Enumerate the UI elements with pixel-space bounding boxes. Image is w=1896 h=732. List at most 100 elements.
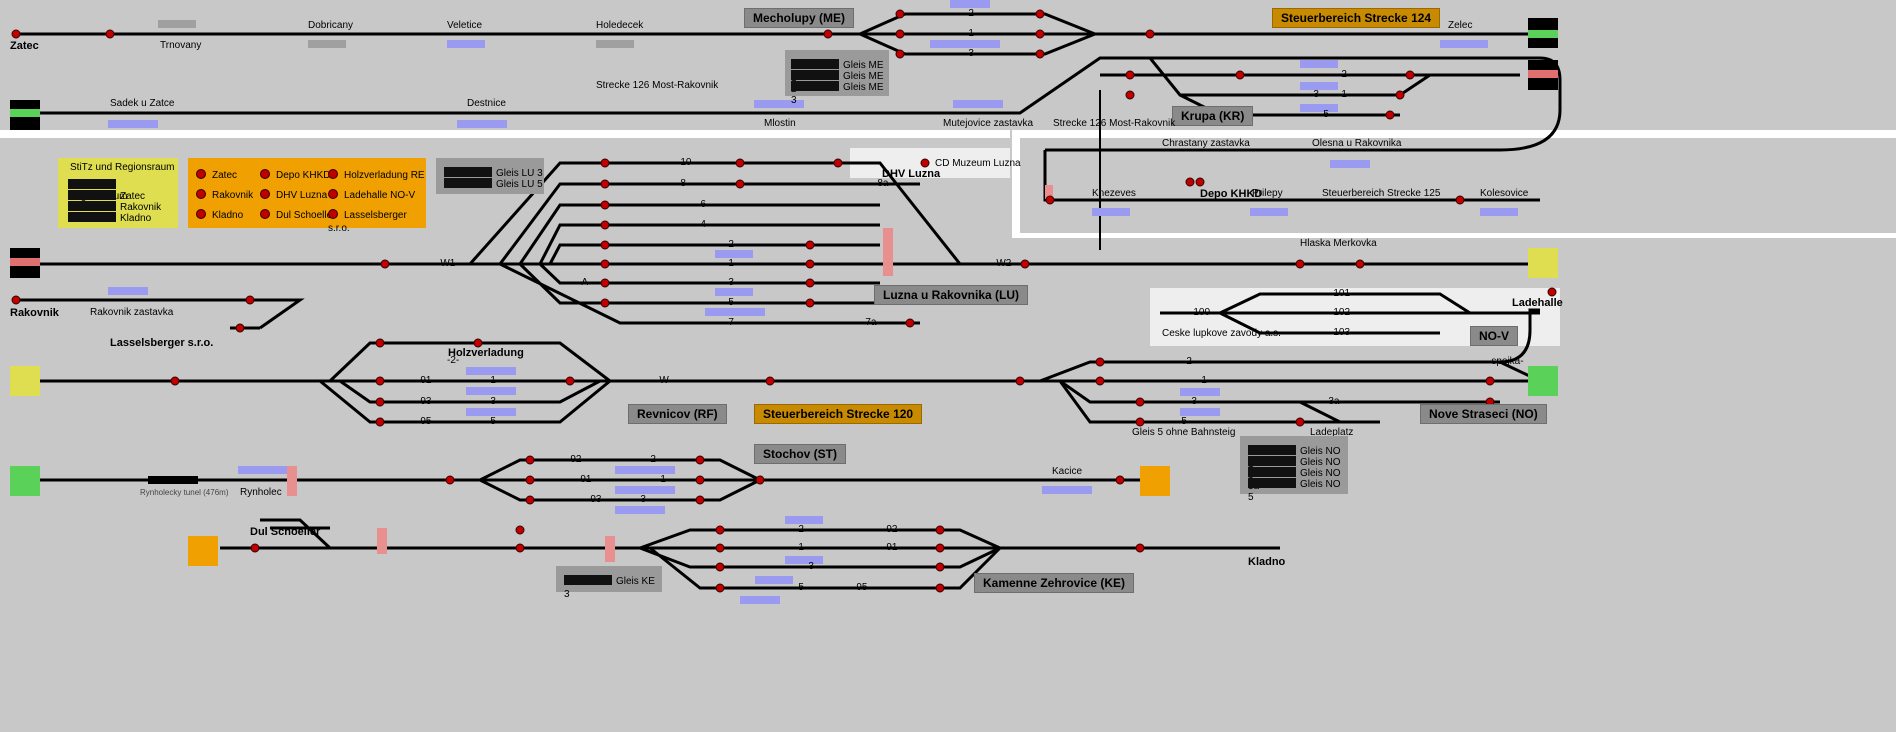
signal-light[interactable] xyxy=(1485,376,1495,386)
station-mecholupy[interactable]: Mecholupy (ME) xyxy=(744,8,854,28)
signal-light[interactable] xyxy=(1015,376,1025,386)
signal-light[interactable] xyxy=(1035,49,1045,59)
signal-light[interactable] xyxy=(1395,90,1405,100)
signal-light[interactable] xyxy=(525,455,535,465)
signal-light[interactable] xyxy=(515,543,525,553)
signal-light[interactable] xyxy=(715,583,725,593)
legend-orange-item[interactable]: DHV Luzna xyxy=(260,188,327,201)
signal-light[interactable] xyxy=(11,295,21,305)
signal-light[interactable] xyxy=(515,525,525,535)
gleis-lu-item[interactable]: Gleis LU 3 xyxy=(444,166,543,179)
signal-light[interactable] xyxy=(170,376,180,386)
legend-stitz-item[interactable]: Kladno xyxy=(68,211,151,224)
signal-light[interactable] xyxy=(1135,397,1145,407)
gleis-no-item[interactable]: Gleis NO 5 xyxy=(1248,477,1341,503)
signal-light[interactable] xyxy=(715,543,725,553)
gleis-me-item[interactable]: Gleis ME 3 xyxy=(791,80,884,106)
signal-light[interactable] xyxy=(473,338,483,348)
signal-light[interactable] xyxy=(1405,70,1415,80)
signal-light[interactable] xyxy=(1135,417,1145,427)
signal-light[interactable] xyxy=(235,323,245,333)
signal-light[interactable] xyxy=(935,583,945,593)
signal-light[interactable] xyxy=(600,259,610,269)
signal-light[interactable] xyxy=(245,295,255,305)
signal-light[interactable] xyxy=(1547,287,1557,297)
signal-light[interactable] xyxy=(765,376,775,386)
signal-light[interactable] xyxy=(735,179,745,189)
legend-orange-item[interactable]: Rakovnik xyxy=(196,188,253,201)
signal-light[interactable] xyxy=(600,278,610,288)
signal-light[interactable] xyxy=(1125,70,1135,80)
legend-stitz-item[interactable]: Rakovnik xyxy=(68,200,161,213)
legend-orange-item[interactable]: Lasselsberger s.r.o. xyxy=(328,208,407,234)
signal-light[interactable] xyxy=(920,158,930,168)
signal-light[interactable] xyxy=(600,200,610,210)
signal-light[interactable] xyxy=(1145,29,1155,39)
signal-light[interactable] xyxy=(1125,90,1135,100)
signal-light[interactable] xyxy=(250,543,260,553)
signal-light[interactable] xyxy=(1355,259,1365,269)
signal-light[interactable] xyxy=(1195,177,1205,187)
signal-light[interactable] xyxy=(1385,110,1395,120)
station-ke[interactable]: Kamenne Zehrovice (KE) xyxy=(974,573,1135,593)
legend-orange-item[interactable]: Zatec xyxy=(196,168,237,181)
gleis-lu-item[interactable]: Gleis LU 5 xyxy=(444,177,543,190)
signal-light[interactable] xyxy=(1035,9,1045,19)
station-no[interactable]: Nove Straseci (NO) xyxy=(1420,404,1547,424)
signal-light[interactable] xyxy=(805,278,815,288)
signal-light[interactable] xyxy=(755,475,765,485)
signal-light[interactable] xyxy=(375,417,385,427)
signal-light[interactable] xyxy=(895,29,905,39)
signal-light[interactable] xyxy=(905,318,915,328)
signal-light[interactable] xyxy=(1095,376,1105,386)
station-sb124[interactable]: Steuerbereich Strecke 124 xyxy=(1272,8,1441,28)
station-lu[interactable]: Luzna u Rakovnika (LU) xyxy=(874,285,1029,305)
signal-light[interactable] xyxy=(1020,259,1030,269)
station-krupa[interactable]: Krupa (KR) xyxy=(1172,106,1254,126)
signal-light[interactable] xyxy=(715,562,725,572)
signal-light[interactable] xyxy=(695,495,705,505)
gleis-no-item[interactable]: Gleis NO 3 xyxy=(1248,455,1348,481)
signal-light[interactable] xyxy=(935,525,945,535)
signal-light[interactable] xyxy=(600,298,610,308)
signal-light[interactable] xyxy=(1115,475,1125,485)
signal-light[interactable] xyxy=(375,338,385,348)
signal-light[interactable] xyxy=(11,29,21,39)
legend-orange-item[interactable]: Kladno xyxy=(196,208,243,221)
station-sb120[interactable]: Steuerbereich Strecke 120 xyxy=(754,404,923,424)
signal-light[interactable] xyxy=(805,259,815,269)
signal-light[interactable] xyxy=(105,29,115,39)
signal-light[interactable] xyxy=(1295,259,1305,269)
legend-orange-item[interactable]: Dul Schoeller xyxy=(260,208,335,221)
station-nov[interactable]: NO-V xyxy=(1470,326,1518,346)
signal-light[interactable] xyxy=(823,29,833,39)
signal-light[interactable] xyxy=(1045,195,1055,205)
station-st[interactable]: Stochov (ST) xyxy=(754,444,846,464)
gleis-no-item[interactable]: Gleis NO 1 xyxy=(1248,444,1348,470)
signal-light[interactable] xyxy=(375,376,385,386)
signal-light[interactable] xyxy=(833,158,843,168)
signal-light[interactable] xyxy=(525,495,535,505)
signal-light[interactable] xyxy=(895,49,905,59)
signal-light[interactable] xyxy=(715,525,725,535)
gleis-no-item[interactable]: Gleis NO 3a xyxy=(1248,466,1348,492)
signal-light[interactable] xyxy=(600,179,610,189)
legend-orange-item[interactable]: Ladehalle NO-V xyxy=(328,188,415,201)
signal-light[interactable] xyxy=(735,158,745,168)
signal-light[interactable] xyxy=(1185,177,1195,187)
signal-light[interactable] xyxy=(1035,29,1045,39)
signal-light[interactable] xyxy=(805,240,815,250)
legend-stitz-item[interactable]: Zatec xyxy=(68,189,145,202)
signal-light[interactable] xyxy=(1235,70,1245,80)
signal-light[interactable] xyxy=(1295,417,1305,427)
signal-light[interactable] xyxy=(935,562,945,572)
gleis-ke-item[interactable]: Gleis KE 3 xyxy=(564,574,655,600)
signal-light[interactable] xyxy=(600,240,610,250)
signal-light[interactable] xyxy=(600,158,610,168)
gleis-me-item[interactable]: Gleis ME 1 xyxy=(791,58,889,84)
signal-light[interactable] xyxy=(445,475,455,485)
signal-light[interactable] xyxy=(525,475,535,485)
legend-orange-item[interactable]: Holzverladung RE xyxy=(328,168,425,181)
signal-light[interactable] xyxy=(375,397,385,407)
signal-light[interactable] xyxy=(1135,543,1145,553)
